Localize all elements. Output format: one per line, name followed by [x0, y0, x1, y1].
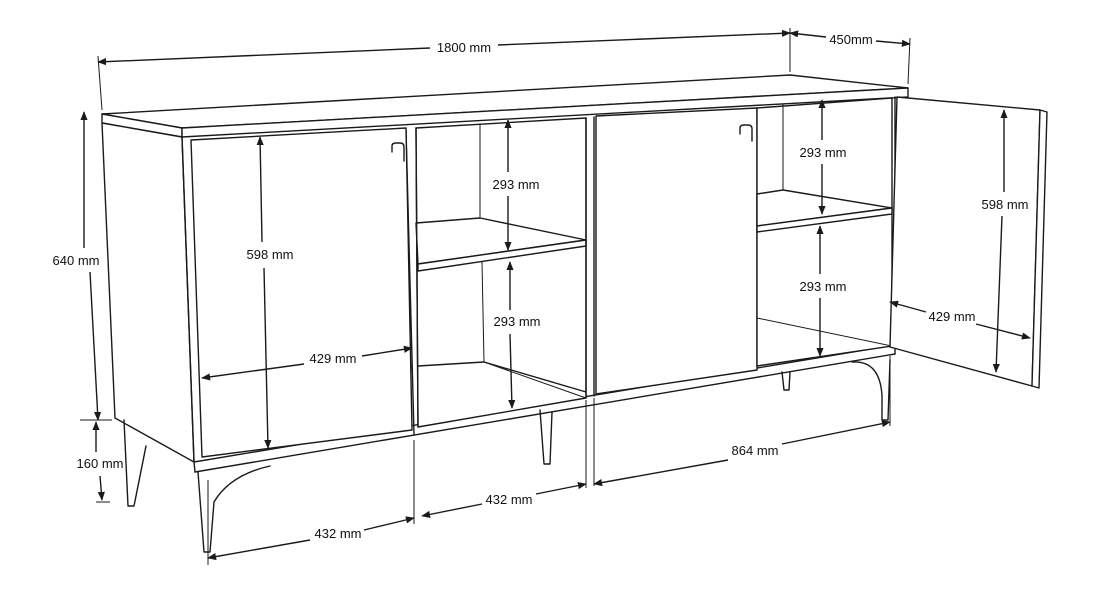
middle-right-door-handle [739, 124, 753, 142]
dimension-lines [80, 28, 1031, 565]
cabinet-legs [123, 359, 891, 553]
cabinet-top-right-edge [181, 87, 909, 138]
cabinet-base-edge-left [193, 461, 196, 473]
left-door [190, 127, 413, 458]
ext-depth-right [907, 37, 911, 85]
dim-depth-line-b [875, 39, 911, 47]
leg-front-middle [539, 409, 553, 465]
middle-compartment-floor [417, 361, 587, 393]
dim-right-depth-a [889, 300, 927, 313]
right-compartment-back [756, 97, 893, 367]
cabinet-left-side [101, 122, 195, 463]
dim-left-door-h-b [263, 267, 272, 449]
right-shelf-front [756, 207, 893, 233]
label-depth: 450mm [829, 32, 872, 47]
dim-right-depth-b [975, 323, 1031, 340]
dim-left-door-h-a [256, 136, 264, 243]
label-height: 640 mm [53, 253, 100, 268]
leg-back-left [123, 419, 147, 507]
dim-width-line-a [97, 47, 431, 66]
ext-width-left [97, 55, 103, 111]
middle-right-door [595, 107, 758, 395]
dim-sec-right-a [593, 459, 729, 487]
label-width: 1800 mm [437, 40, 491, 55]
dim-leg-line-b [97, 475, 105, 501]
left-door-handle [391, 142, 405, 162]
dim-sec-right-b [781, 420, 891, 445]
label-left-section-width: 432 mm [315, 526, 362, 541]
label-middle-upper-shelf: 293 mm [493, 177, 540, 192]
middle-compartment-back [415, 117, 587, 428]
label-right-upper-shelf: 293 mm [800, 145, 847, 160]
label-middle-lower-shelf: 293 mm [494, 314, 541, 329]
right-door-edge [1031, 109, 1048, 389]
dimension-labels: 1800 mm 450mm 640 mm 160 mm 598 mm 429 m… [53, 32, 1029, 541]
dim-mid-lower-b [508, 333, 516, 409]
dim-width-line-b [497, 29, 791, 46]
dim-sec-mid-a [421, 503, 483, 518]
partition-left-inner [415, 127, 419, 428]
dim-left-depth-a [201, 363, 305, 381]
dim-depth-line-a [789, 30, 827, 38]
label-left-door-height: 598 mm [247, 247, 294, 262]
label-middle-section-width: 432 mm [486, 492, 533, 507]
cabinet-base-edge [194, 353, 896, 473]
label-leg-height: 160 mm [77, 456, 124, 471]
label-left-door-depth: 429 mm [310, 351, 357, 366]
leg-front-left [197, 465, 271, 553]
cabinet-body [101, 74, 1048, 473]
dim-sec-left-b [363, 516, 415, 531]
leg-front-right [851, 359, 891, 421]
label-right-door-depth: 429 mm [929, 309, 976, 324]
dim-right-door-h-b [992, 215, 1003, 373]
leg-back-right [781, 371, 791, 391]
label-right-section-width: 864 mm [732, 443, 779, 458]
right-door-open [889, 96, 1041, 387]
dim-sec-left-a [207, 539, 311, 561]
dim-left-depth-b [361, 345, 413, 357]
right-compartment-floor-line [756, 317, 893, 347]
label-right-door-height: 598 mm [982, 197, 1029, 212]
label-right-lower-shelf: 293 mm [800, 279, 847, 294]
dim-sec-mid-b [535, 482, 587, 495]
dim-height-line-b [89, 271, 102, 421]
